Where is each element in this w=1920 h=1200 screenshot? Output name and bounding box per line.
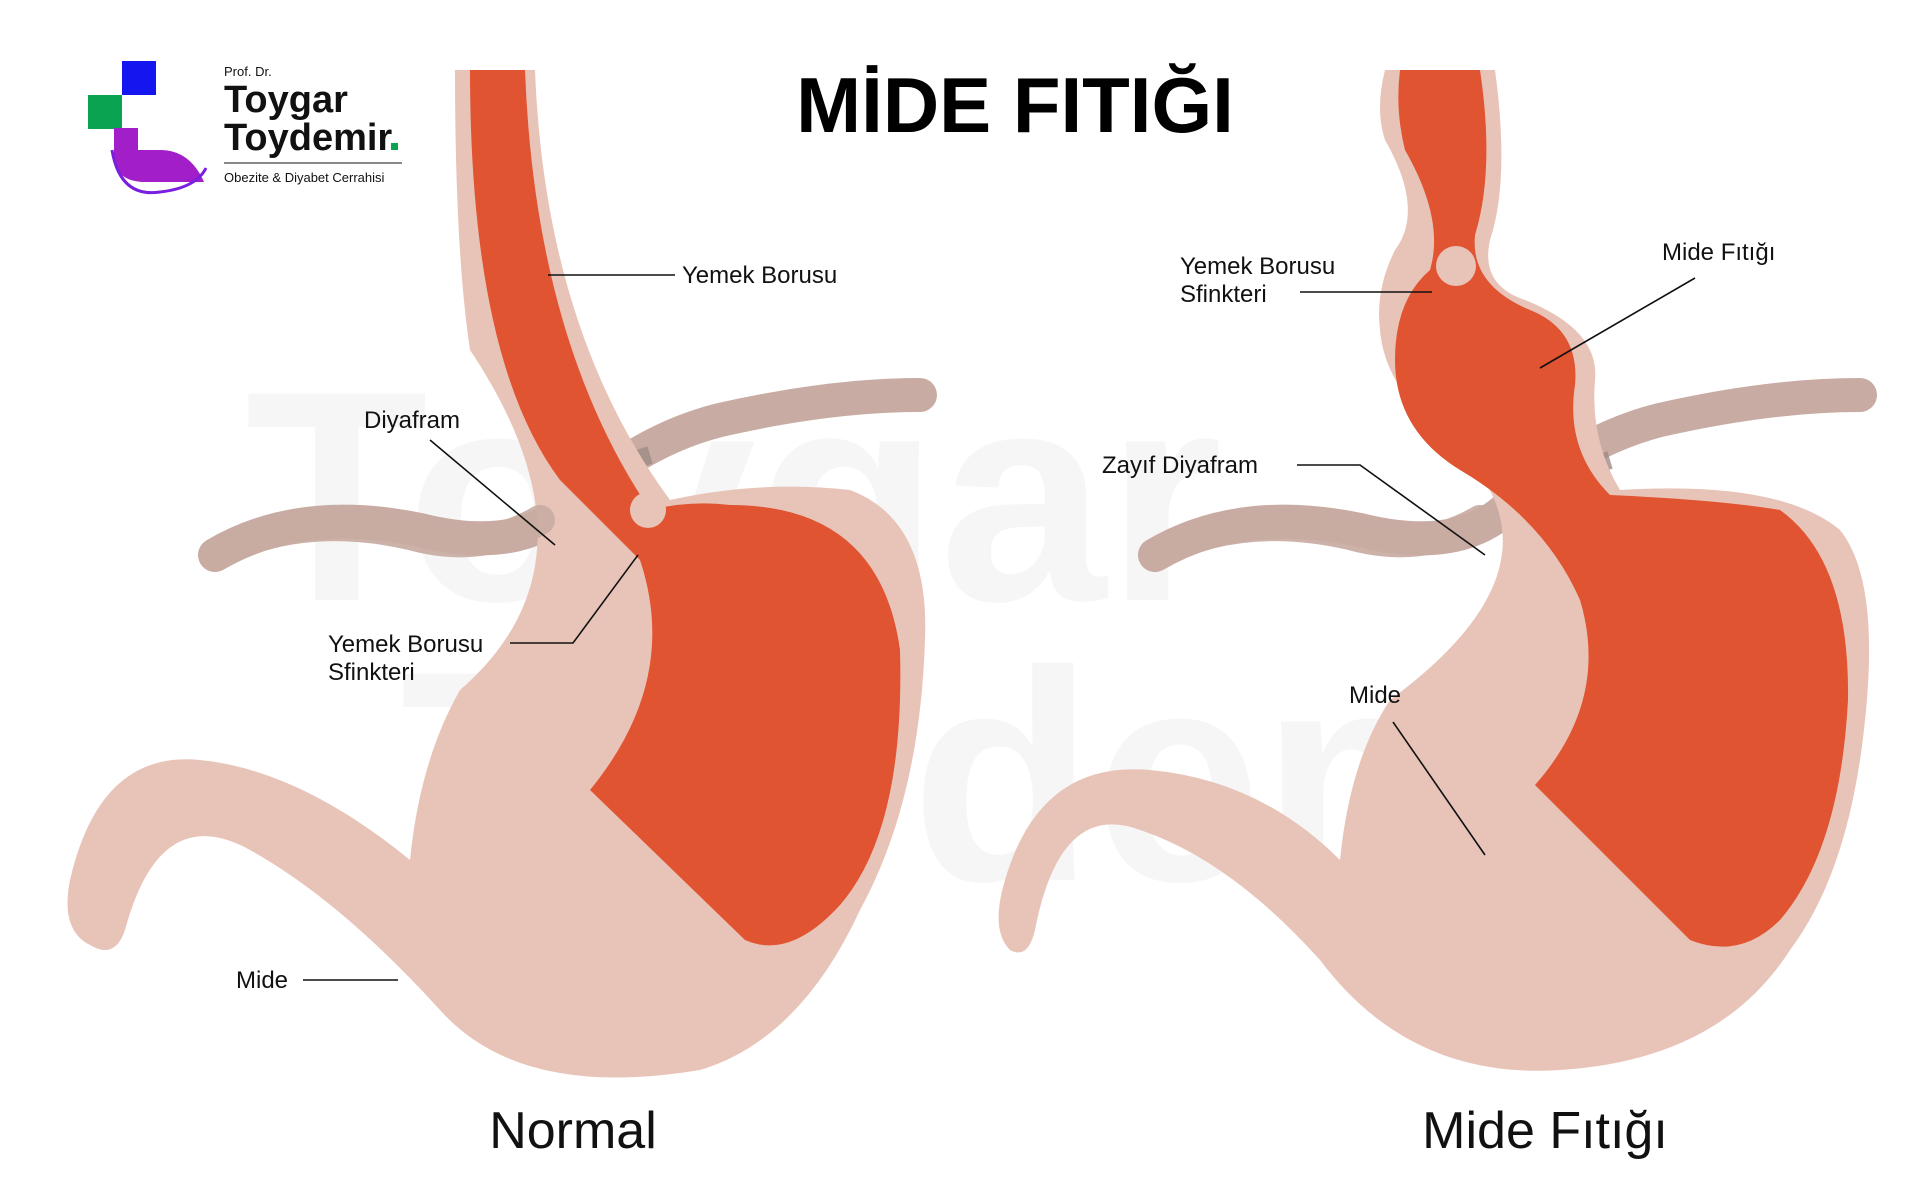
- normal-diaphragm-front: [200, 505, 555, 570]
- leader-hernia-pouch: [1539, 277, 1696, 369]
- label-normal-esophagus: Yemek Borusu: [682, 262, 837, 289]
- logo-prefix: Prof. Dr.: [224, 64, 272, 79]
- logo-green-dot: [391, 143, 398, 150]
- logo-t-mark: [114, 128, 204, 182]
- normal-sphincter: [630, 492, 666, 528]
- logo-name-line1: Toygar: [224, 79, 348, 121]
- label-normal-sphincter-line1: Yemek Borusu: [328, 631, 483, 658]
- label-hernia-pouch: Mide Fıtığı: [1662, 239, 1775, 266]
- page-title: MİDE FITIĞI: [796, 61, 1234, 149]
- caption-hernia: Mide Fıtığı: [1422, 1102, 1668, 1160]
- leader-normal-diaphragm: [429, 439, 556, 546]
- label-hernia-stomach: Mide: [1349, 682, 1401, 709]
- logo-blue-square: [122, 61, 156, 95]
- hernia-stomach-inner: [1395, 70, 1849, 947]
- hernia-diaphragm-front: [1140, 505, 1495, 570]
- leader-normal-sphincter: [510, 554, 639, 644]
- normal-stomach-inner: [470, 70, 901, 946]
- logo-green-square: [88, 95, 122, 129]
- label-hernia-sphincter-line1: Yemek Borusu: [1180, 253, 1335, 280]
- leader-hernia-weak-diaphragm: [1297, 464, 1486, 556]
- label-hernia-weak-diaphragm: Zayıf Diyafram: [1102, 452, 1258, 479]
- caption-normal: Normal: [489, 1102, 657, 1160]
- logo-swoosh: [110, 149, 208, 195]
- leader-hernia-stomach: [1392, 721, 1486, 856]
- hernia-illustration: [998, 70, 1877, 1071]
- label-hernia-sphincter-line2: Sfinkteri: [1180, 281, 1267, 308]
- logo-name-line2: Toydemir: [224, 117, 392, 159]
- logo-subtitle: Obezite & Diyabet Cerrahisi: [224, 170, 385, 185]
- normal-illustration: [67, 70, 937, 1078]
- label-normal-diaphragm: Diyafram: [364, 407, 460, 434]
- logo: Prof. Dr. Toygar Toydemir Obezite & Diya…: [88, 61, 402, 195]
- hernia-sphincter: [1436, 246, 1476, 286]
- label-normal-stomach: Mide: [236, 967, 288, 994]
- label-normal-sphincter-line2: Sfinkteri: [328, 659, 415, 686]
